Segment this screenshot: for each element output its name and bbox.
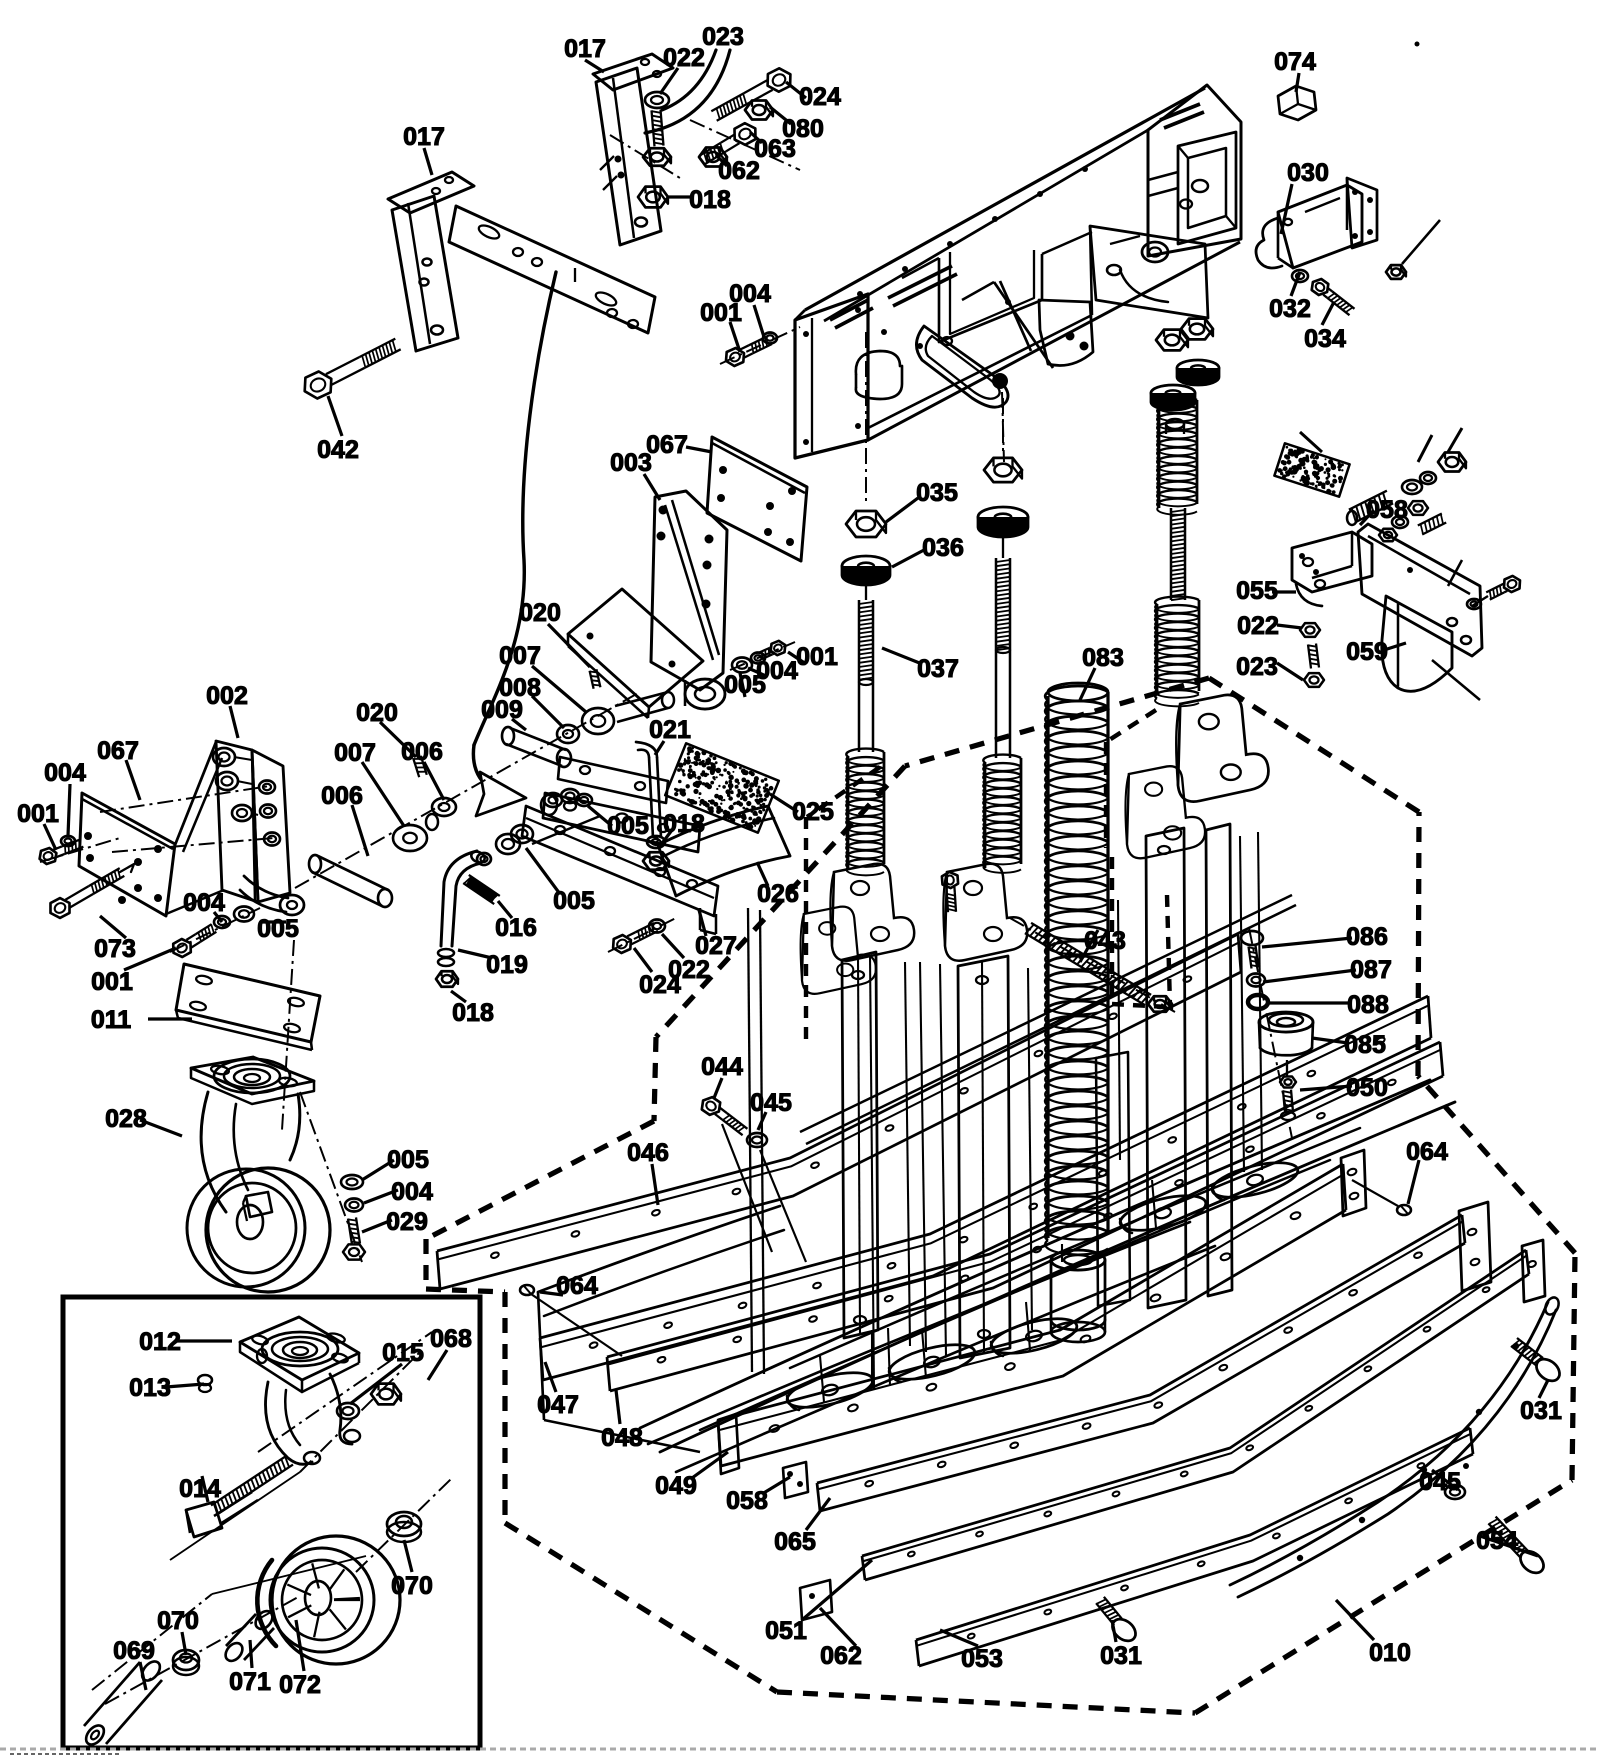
svg-text:001: 001 [91,968,133,996]
svg-text:088: 088 [1347,991,1389,1019]
svg-text:018: 018 [689,186,731,214]
svg-text:011: 011 [91,1006,131,1034]
svg-text:072: 072 [279,1671,321,1699]
svg-text:064: 064 [1406,1138,1448,1166]
svg-text:042: 042 [317,436,359,464]
svg-text:019: 019 [486,951,528,979]
svg-text:086: 086 [1346,923,1388,951]
svg-text:032: 032 [1269,295,1311,323]
svg-text:006: 006 [321,782,363,810]
svg-text:020: 020 [356,699,398,727]
svg-text:001: 001 [700,299,742,327]
svg-text:018: 018 [452,999,494,1027]
svg-text:083: 083 [1082,644,1124,672]
svg-text:023: 023 [702,23,744,51]
svg-text:068: 068 [430,1325,472,1353]
svg-text:058: 058 [726,1487,768,1515]
svg-text:051: 051 [765,1617,807,1645]
svg-text:021: 021 [649,716,691,744]
svg-text:049: 049 [655,1472,697,1500]
svg-text:007: 007 [334,739,376,767]
svg-text:055: 055 [1236,577,1278,605]
svg-text:012: 012 [139,1328,181,1356]
svg-text:004: 004 [44,759,86,787]
svg-text:065: 065 [774,1528,816,1556]
svg-text:002: 002 [206,682,248,710]
svg-text:005: 005 [257,915,299,943]
svg-text:087: 087 [1350,956,1392,984]
svg-text:074: 074 [1274,48,1316,76]
svg-text:067: 067 [97,737,139,765]
svg-text:031: 031 [1100,1642,1142,1670]
svg-text:031: 031 [1520,1397,1562,1425]
svg-text:022: 022 [1237,612,1279,640]
svg-text:069: 069 [113,1637,155,1665]
svg-text:034: 034 [1304,325,1346,353]
svg-text:044: 044 [701,1053,743,1081]
svg-text:014: 014 [179,1475,221,1503]
svg-text:067: 067 [646,431,688,459]
svg-text:016: 016 [495,914,537,942]
svg-text:037: 037 [917,655,959,683]
svg-text:024: 024 [639,971,681,999]
svg-text:035: 035 [916,479,958,507]
svg-text:023: 023 [1236,653,1278,681]
svg-text:071: 071 [229,1668,271,1696]
svg-text:001: 001 [796,643,838,671]
svg-text:017: 017 [564,35,606,63]
svg-text:004: 004 [391,1178,433,1206]
svg-text:053: 053 [961,1645,1003,1673]
svg-text:046: 046 [627,1139,669,1167]
svg-text:010: 010 [1369,1639,1411,1667]
svg-text:013: 013 [129,1374,171,1402]
svg-text:001: 001 [17,800,59,828]
svg-text:003: 003 [610,449,652,477]
svg-text:073: 073 [94,935,136,963]
svg-text:030: 030 [1287,159,1329,187]
svg-text:017: 017 [403,123,445,151]
svg-text:020: 020 [519,599,561,627]
svg-text:045: 045 [750,1089,792,1117]
svg-text:029: 029 [386,1208,428,1236]
svg-text:036: 036 [922,534,964,562]
